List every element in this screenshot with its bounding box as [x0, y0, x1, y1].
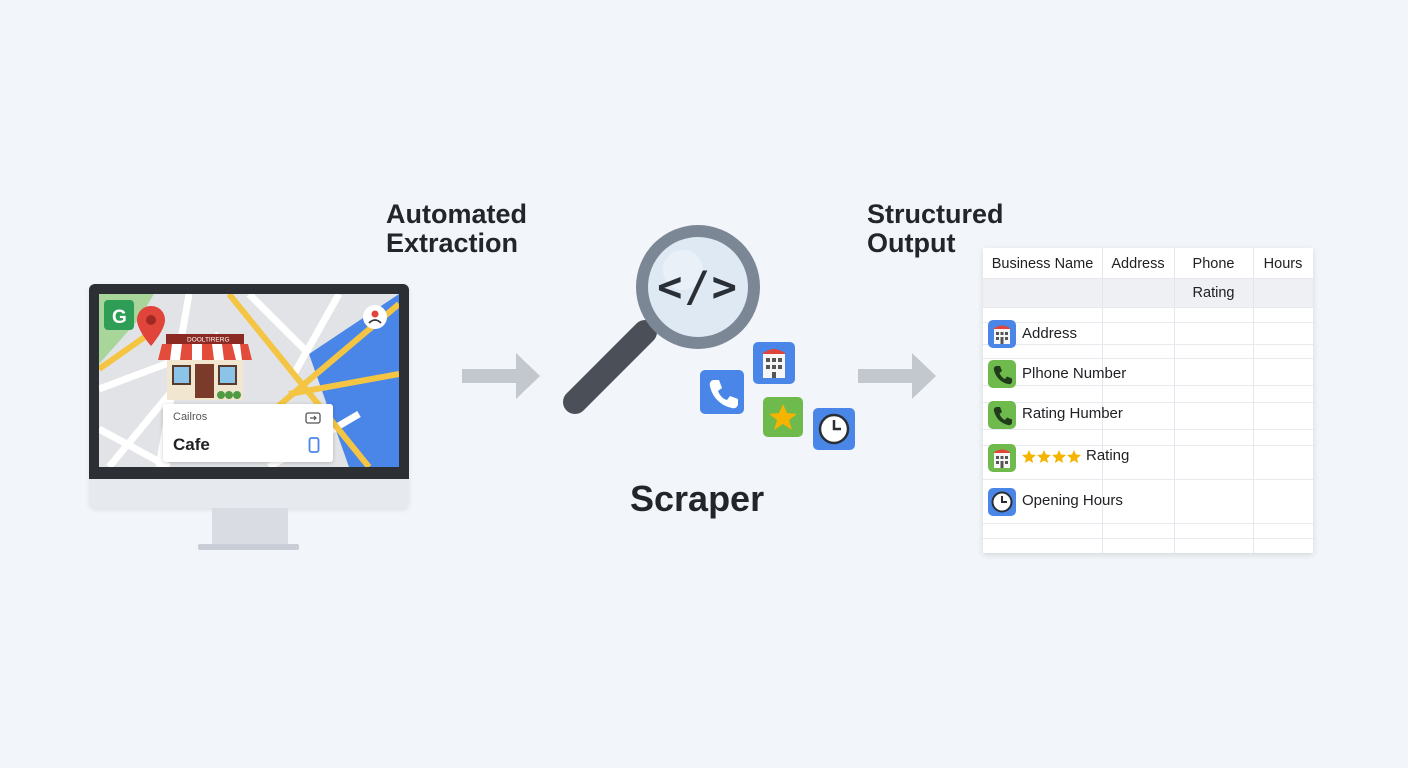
phone-icon — [988, 401, 1016, 429]
place-card-subtitle: Cailros — [173, 411, 208, 423]
phone-icon — [988, 360, 1016, 388]
phone-icon — [700, 370, 744, 414]
code-icon: </> — [657, 262, 739, 311]
monitor-stand-base — [198, 544, 299, 550]
shop-awning — [158, 344, 252, 360]
table-header-phone: Phone — [1192, 256, 1235, 272]
arrow-right-icon — [858, 353, 936, 399]
monitor-stand — [212, 508, 288, 545]
table-header-hours: Hours — [1263, 256, 1303, 272]
scraper-label: Scraper — [630, 478, 765, 519]
building-icon — [753, 342, 795, 384]
directions-icon[interactable] — [305, 412, 321, 424]
phone-device-icon[interactable] — [308, 437, 320, 453]
table-header-address: Address — [1111, 256, 1165, 272]
table-row-rating-number: Rating Humber — [1022, 405, 1123, 422]
building-icon — [988, 320, 1016, 348]
maps-badge — [104, 300, 134, 330]
shop-illustration: DOOLTIRERG — [158, 334, 252, 400]
maps-badge-letter: G — [112, 307, 127, 328]
table-row-rating: Rating — [1086, 447, 1130, 464]
automated-extraction-label: Automated Extraction — [386, 199, 527, 258]
arrow-right-icon — [462, 353, 540, 399]
place-card-title: Cafe — [173, 435, 210, 454]
location-pin-icon — [137, 306, 165, 346]
table-row-opening-hours: Opening Hours — [1022, 492, 1123, 509]
rating-stars — [1022, 450, 1081, 463]
table-subheader-row — [983, 278, 1313, 307]
table-header-business-name: Business Name — [991, 256, 1094, 272]
table-row-address: Address — [1022, 325, 1078, 342]
building-icon — [988, 444, 1016, 472]
table-row-phone-number: Plhone Number — [1022, 365, 1127, 382]
clock-icon — [988, 488, 1016, 516]
output-table: Business Name Address Phone Hours Rating… — [983, 248, 1313, 553]
table-subheader-rating: Rating — [1192, 285, 1235, 301]
place-card[interactable]: Cailros Cafe — [163, 404, 333, 462]
svg-text:DOOLTIRERG: DOOLTIRERG — [187, 337, 230, 344]
clock-icon — [813, 408, 855, 450]
structured-output-label: Structured Output — [867, 199, 1004, 258]
map-screen: G DOOLTIRERG — [99, 294, 399, 467]
magnifier-icon — [563, 225, 760, 414]
star-icon — [763, 397, 803, 437]
